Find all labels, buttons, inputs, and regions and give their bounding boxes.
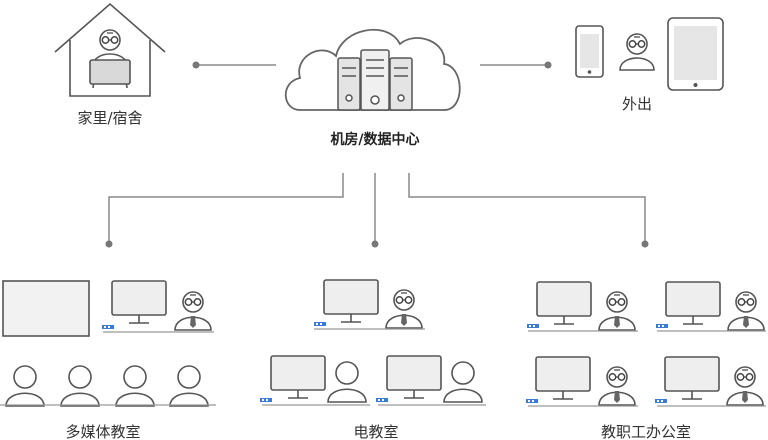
outside-node: 外出 [575,17,724,113]
tablet-icon [667,17,724,91]
house-icon [54,2,166,97]
staff-office-label: 教职工办公室 [601,423,691,440]
multimedia-label: 多媒体教室 [65,423,140,440]
computer-lab-label: 电教室 [353,423,398,440]
link-multimedia [108,173,344,244]
office-station [655,356,766,407]
outside-user-icon [619,33,655,71]
outside-label: 外出 [622,95,652,113]
phone-icon [575,25,604,78]
link-staff-office [408,173,646,244]
staff-office-node: 教职工办公室 [526,281,766,440]
teacher-icon [174,291,212,331]
home-user-icon [89,29,131,89]
datacenter-label: 机房/数据中心 [330,131,419,148]
dot [371,240,379,248]
keyboard-icon [102,325,114,329]
office-station [527,281,638,332]
lab-station [376,355,486,406]
datacenter-node: 机房/数据中心 [284,29,461,148]
multimedia-classroom-node: 多媒体教室 [0,280,216,440]
office-station [656,281,766,332]
dot [641,240,649,248]
connection-lines [108,64,646,244]
laptop-icon [89,59,131,85]
projector-screen-icon [2,280,90,337]
office-station [526,356,638,407]
dot [544,61,552,69]
dot [192,61,200,69]
lab-teacher-desk [314,279,425,330]
computer-lab-node: 电教室 [260,279,486,440]
home-label: 家里/宿舍 [77,109,142,127]
students-row [0,365,216,407]
student-icon [5,365,45,407]
student-icon [169,365,209,407]
lab-station [260,355,370,406]
connection-dots [105,61,649,248]
student-icon [60,365,100,407]
student-icon [115,365,155,407]
dot [105,240,113,248]
server-icon [337,49,413,111]
computer-icon [111,280,167,324]
teacher-desk [102,280,214,333]
home-node: 家里/宿舍 [54,2,166,127]
